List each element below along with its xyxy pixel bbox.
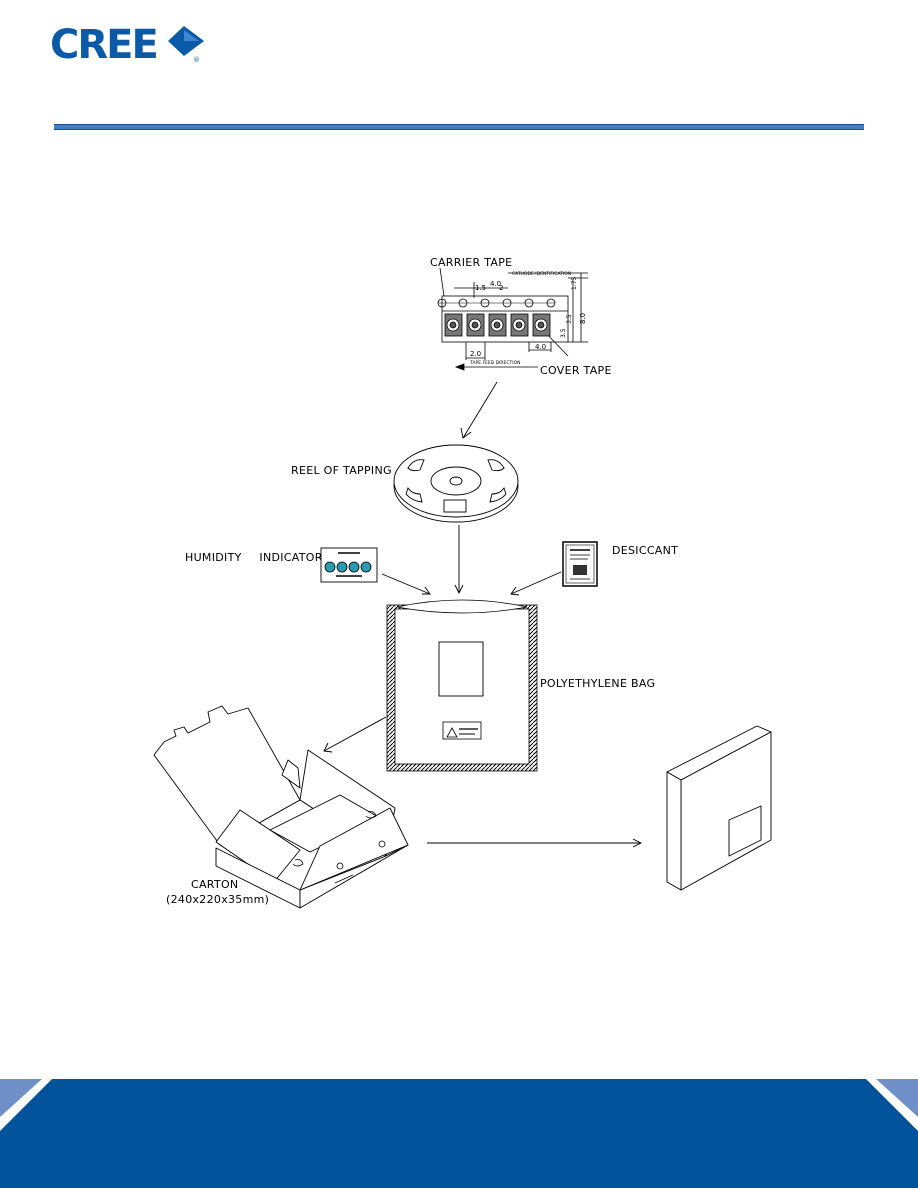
dim-pitch-top: 4.0	[490, 280, 501, 288]
tape-feed-direction-label: TAPE FEED DIRECTION	[469, 360, 521, 366]
footer-band	[0, 1079, 918, 1188]
arrow-humidity-to-bag	[381, 573, 431, 595]
cover-tape-label: COVER TAPE	[540, 364, 612, 377]
arrow-tape-to-reel	[460, 381, 498, 439]
logo-registered-mark: ®	[193, 56, 200, 64]
cree-logo: CREE ®	[50, 22, 204, 64]
dim-2: 2	[499, 284, 503, 292]
dim-pitch-bottom: 4.0	[535, 343, 546, 351]
dim-5: 8.0	[579, 313, 587, 324]
dim-1: 1.5	[475, 284, 486, 292]
reel-drawing	[393, 444, 519, 523]
desiccant-label: DESICCANT	[612, 544, 679, 557]
logo-diamond-facet	[184, 30, 199, 41]
logo-text: CREE	[50, 22, 157, 64]
carton-dims-label: (240x220x35mm)	[166, 893, 270, 906]
bag-label: POLYETHYLENE BAG	[540, 677, 656, 690]
closed-box-drawing	[666, 725, 772, 891]
carrier-tape-drawing: 4.0 1.5 2 CATHODE IDENTIFICATION 1.75 3.…	[437, 268, 588, 371]
dim-4: 3.5	[566, 314, 573, 324]
dim-6: 3.5	[560, 328, 567, 338]
arrow-reel-to-bag	[454, 525, 464, 595]
reel-label: REEL OF TAPPING	[291, 464, 392, 477]
arrow-bag-to-carton	[323, 716, 387, 753]
header-rule	[54, 124, 864, 130]
arrow-desiccant-to-bag	[510, 571, 562, 596]
bag-drawing	[386, 599, 538, 772]
warning-icon	[446, 727, 458, 738]
carton-label: CARTON	[191, 878, 239, 891]
cathode-identification-label: CATHODE IDENTIFICATION	[512, 271, 571, 277]
desiccant-drawing	[562, 541, 598, 587]
carrier-tape-label: CARRIER TAPE	[430, 256, 513, 269]
arrow-carton-to-box	[427, 838, 643, 848]
dim-7: 2.0	[470, 350, 481, 358]
dim-3: 1.75	[571, 276, 578, 290]
carton-open-drawing	[153, 705, 409, 909]
humidity-indicator-drawing	[320, 547, 378, 583]
humidity-indicator-label: HUMIDITY INDICATOR	[185, 551, 323, 564]
